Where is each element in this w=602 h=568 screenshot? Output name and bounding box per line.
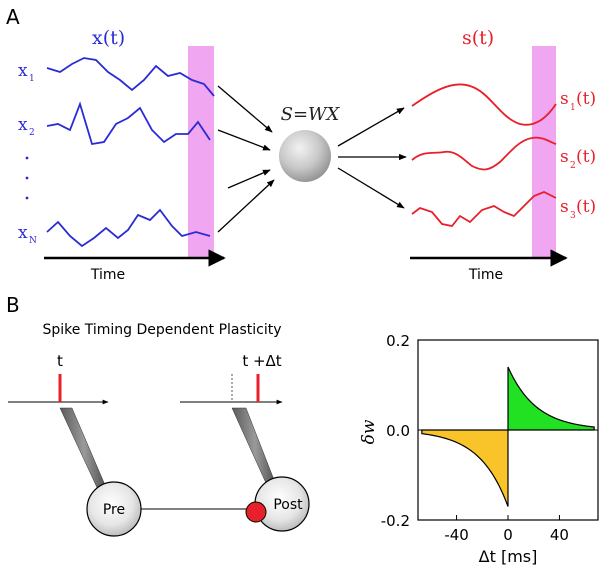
input-signal-xN xyxy=(46,208,211,248)
output-time-window-band xyxy=(532,46,556,258)
y-tick-label: 0.2 xyxy=(386,332,410,350)
output-signal-s2 xyxy=(411,136,557,171)
mixing-sphere xyxy=(279,130,331,182)
s-signal-title: s(t) xyxy=(462,27,494,49)
synapse xyxy=(245,501,267,523)
x-tick-label: 40 xyxy=(550,526,569,544)
pre-spike-label: t xyxy=(57,352,63,370)
mixing-formula: S=WX xyxy=(281,104,341,125)
svg-text:x: x xyxy=(18,61,28,81)
ltd-area xyxy=(421,429,509,507)
panel-a: A x(t) s(t) x 1 x 2 x N Time xyxy=(6,5,596,283)
pre-neuron-label: Pre xyxy=(103,502,125,518)
svg-text:x: x xyxy=(18,115,28,135)
svg-text:2: 2 xyxy=(29,128,35,138)
stdp-title: Spike Timing Dependent Plasticity xyxy=(42,322,281,338)
x1-label: x 1 xyxy=(18,61,35,84)
s1-label: s 1 (t) xyxy=(560,89,596,113)
svg-text:(t): (t) xyxy=(576,89,596,109)
svg-text:(t): (t) xyxy=(576,147,596,167)
y-axis-label: δw xyxy=(359,419,379,444)
svg-text:3: 3 xyxy=(570,211,576,221)
input-time-window-band xyxy=(188,46,214,258)
panel-b-label: B xyxy=(6,293,20,317)
ltp-area xyxy=(507,366,595,431)
x-tick-label: -40 xyxy=(444,526,469,544)
input-signal-x2 xyxy=(46,101,211,146)
svg-text:N: N xyxy=(29,236,37,246)
s2-label: s 2 (t) xyxy=(560,147,596,171)
output-time-label: Time xyxy=(468,267,503,283)
x-axis-label: Δt [ms] xyxy=(479,547,538,566)
input-arrows xyxy=(217,85,275,233)
x2-label: x 2 xyxy=(18,115,35,138)
panel-b: B Spike Timing Dependent Plasticity t t … xyxy=(6,293,599,566)
pre-electrode xyxy=(59,407,109,495)
svg-text:1: 1 xyxy=(570,103,576,113)
output-signal-s1 xyxy=(411,83,557,126)
svg-text:s: s xyxy=(560,89,569,109)
post-neuron-label: Post xyxy=(273,497,303,513)
vertical-ellipsis xyxy=(25,156,29,200)
x-tick-label: 0 xyxy=(503,526,513,544)
s3-label: s 3 (t) xyxy=(560,197,596,221)
post-spike-label: t +Δt xyxy=(242,352,281,370)
svg-text:x: x xyxy=(18,223,28,243)
svg-text:1: 1 xyxy=(29,74,35,84)
stdp-chart: -40 0 40 0.2 0.0 -0.2 Δt [ms] δw xyxy=(359,332,599,566)
input-signal-x1 xyxy=(46,57,215,97)
input-time-label: Time xyxy=(90,267,125,283)
y-tick-label: 0.0 xyxy=(386,422,410,440)
y-tick-label: -0.2 xyxy=(381,512,410,530)
xN-label: x N xyxy=(18,223,37,246)
svg-text:2: 2 xyxy=(570,161,576,171)
pre-neuron xyxy=(86,481,142,537)
x-signal-title: x(t) xyxy=(92,27,125,49)
svg-text:s: s xyxy=(560,147,569,167)
output-arrows xyxy=(337,107,407,209)
svg-text:s: s xyxy=(560,197,569,217)
output-signal-s3 xyxy=(411,191,557,227)
panel-a-label: A xyxy=(6,5,20,29)
svg-text:(t): (t) xyxy=(576,197,596,217)
